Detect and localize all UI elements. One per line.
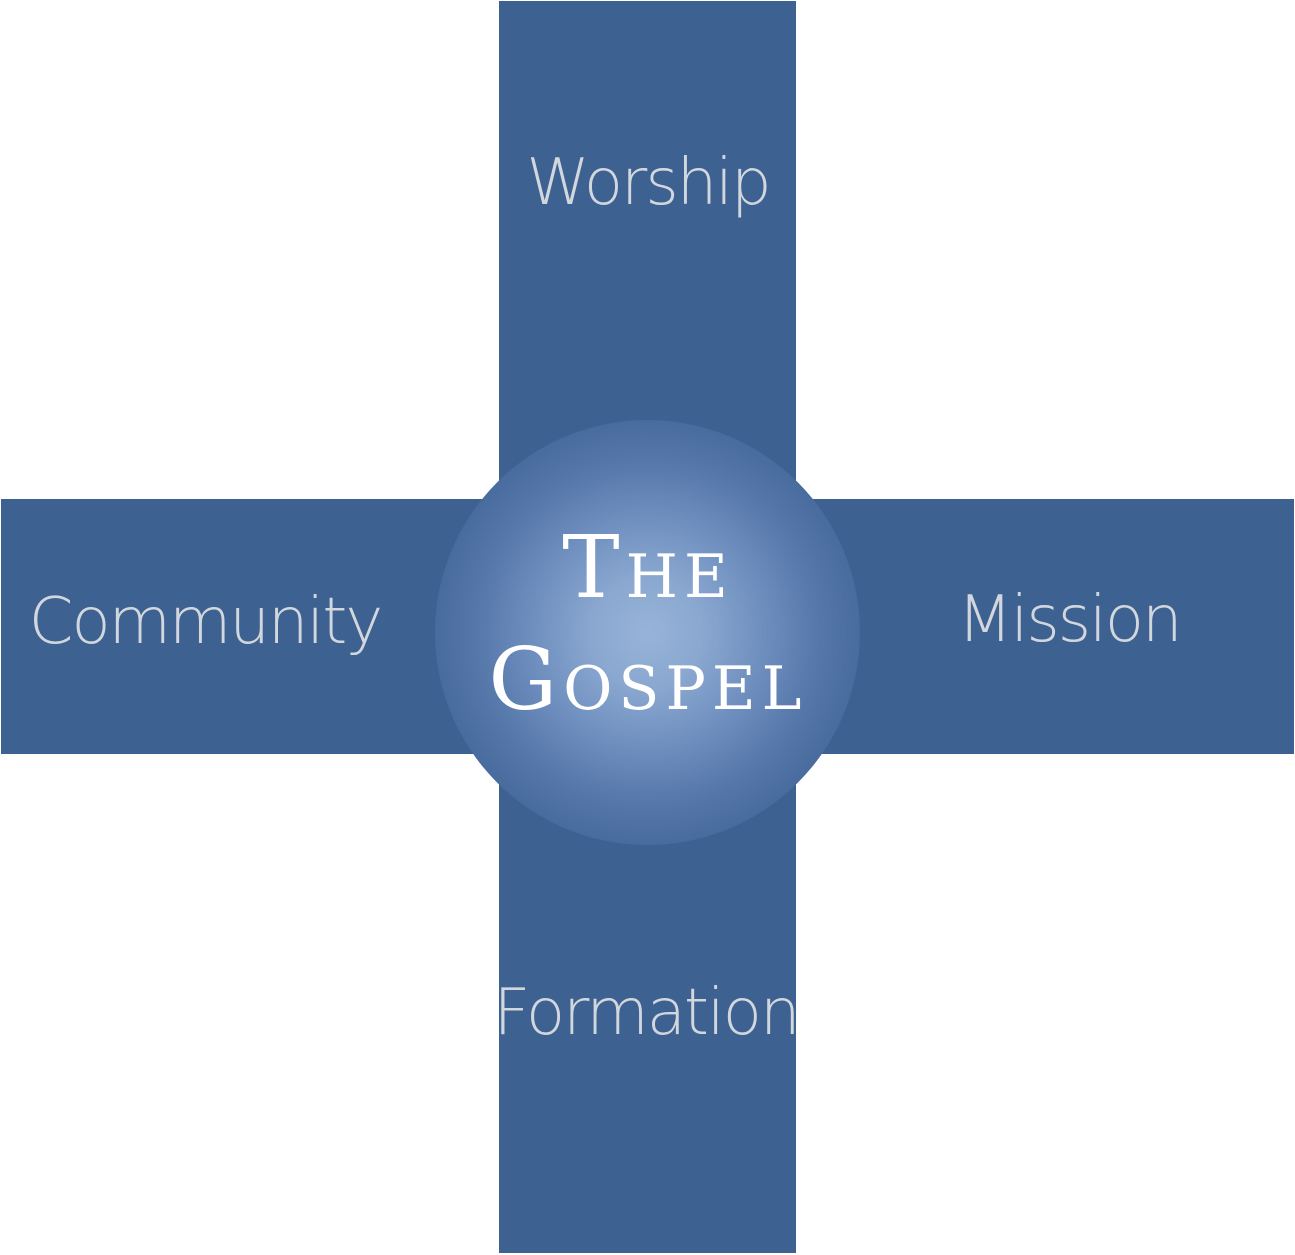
arm-label-worship: Worship — [526, 146, 771, 220]
arm-label-formation: Formation — [493, 976, 800, 1050]
arm-label-mission: Mission — [957, 583, 1182, 657]
cross-center-hub — [435, 420, 860, 845]
center-title-line1: The — [562, 518, 734, 619]
center-title-line2: Gospel — [488, 630, 808, 730]
center-title: The Gospel — [488, 513, 807, 737]
arm-label-community: Community — [28, 585, 383, 659]
